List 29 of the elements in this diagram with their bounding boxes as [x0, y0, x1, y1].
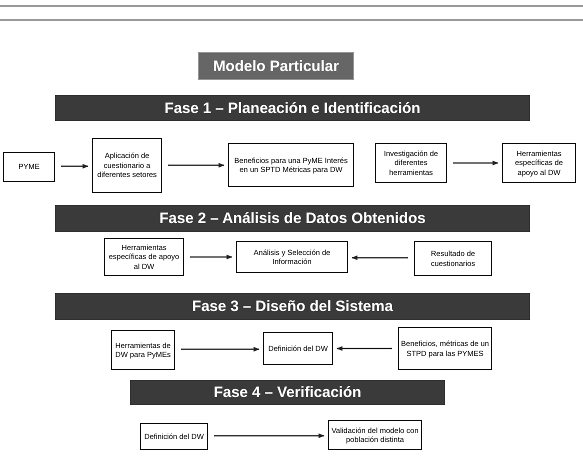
process-box [236, 241, 348, 273]
process-box [3, 152, 55, 182]
phase-band [55, 205, 530, 232]
phase-band [55, 95, 530, 121]
arrow [168, 162, 225, 168]
arrow [351, 255, 408, 260]
process-box [375, 143, 447, 183]
process-box [398, 327, 492, 370]
title-banner: Modelo Particular [198, 52, 354, 80]
arrow [214, 433, 325, 438]
process-box [111, 330, 175, 370]
arrow [453, 160, 499, 166]
process-box [228, 143, 354, 187]
phase-band [130, 380, 445, 405]
arrow [336, 346, 392, 351]
process-box [92, 138, 162, 193]
phase-heading: Fase 4 – Verificación [214, 384, 362, 401]
process-box [263, 332, 333, 365]
phase-heading: Fase 1 – Planeación e Identificación [164, 100, 420, 116]
process-box [328, 420, 422, 450]
phase-band [55, 293, 530, 320]
arrow [190, 254, 233, 260]
phase-heading: Fase 3 – Diseño del Sistema [192, 298, 393, 315]
arrow [61, 164, 89, 169]
process-box [414, 241, 492, 276]
arrow [181, 346, 260, 352]
phase-heading: Fase 2 – Análisis de Datos Obtenidos [159, 210, 426, 227]
process-box [140, 423, 208, 450]
process-box [502, 143, 576, 183]
